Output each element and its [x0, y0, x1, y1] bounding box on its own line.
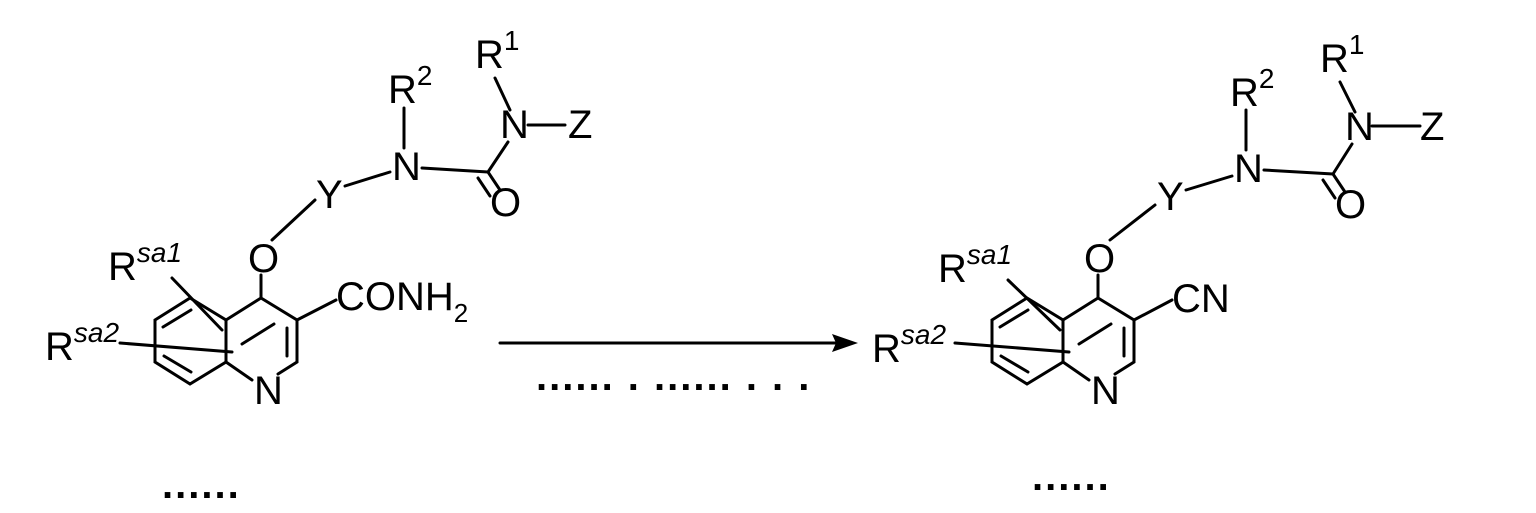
reactant-o-ether: O: [248, 237, 279, 281]
arrow-conditions: ...... . ...... . . .: [536, 355, 811, 399]
reactant-r1-label: R1: [475, 25, 519, 77]
product-o-y-bond: [1110, 205, 1155, 240]
reactant-o-carbonyl: O: [490, 181, 521, 225]
reactant-y-label: Y: [316, 173, 343, 217]
product-ring-cn-bond: [1134, 300, 1172, 320]
reactant-ring-conh2-bond: [297, 300, 336, 320]
reactant-co-bond: [478, 178, 490, 196]
reactant-n-urea-left: N: [392, 145, 421, 189]
product-n-ring: N: [1091, 369, 1120, 413]
reactant-rsa2-bond: [120, 343, 232, 352]
reactant-rsa2-label: Rsa2: [45, 317, 119, 369]
product-r2-label: R2: [1230, 63, 1274, 115]
reactant-y-n-bond: [345, 172, 390, 186]
product-structure: R1 R2 N Z N O Y O Rsa1 Rsa2 CN N ......: [872, 29, 1444, 499]
reactant-z-label: Z: [568, 103, 592, 147]
product-o-carbonyl: O: [1335, 183, 1366, 227]
reactant-n-urea-right: N: [500, 103, 529, 147]
product-n-c-bond: [1264, 170, 1333, 174]
product-o-ether: O: [1084, 237, 1115, 281]
product-cn-label: CN: [1172, 277, 1230, 321]
product-co-bond: [1323, 180, 1335, 198]
product-rsa1-label: Rsa1: [938, 239, 1012, 291]
product-ellipsis: ......: [1032, 455, 1111, 499]
product-rsa2-bond: [955, 343, 1069, 352]
product-y-label: Y: [1157, 175, 1184, 219]
reactant-o-y-bond: [272, 200, 315, 240]
product-rsa2-label: Rsa2: [872, 319, 946, 371]
product-pyridine-inner-bond: [1079, 324, 1111, 344]
reactant-n-ring: N: [254, 369, 283, 413]
reactant-r2-label: R2: [388, 60, 432, 112]
product-r1-label: R1: [1320, 29, 1364, 81]
product-n-urea-left: N: [1234, 147, 1263, 191]
product-n-urea-right: N: [1345, 105, 1374, 149]
reactant-structure: R1 R2 N Z N O Y O Rsa1 Rsa2 CONH2 N ....…: [45, 25, 592, 507]
product-y-n-bond: [1186, 176, 1232, 190]
reactant-ellipsis: ......: [162, 463, 241, 507]
product-z-label: Z: [1420, 105, 1444, 149]
reactant-n-c-bond: [422, 168, 488, 172]
reactant-conh2-label: CONH2: [336, 275, 468, 328]
reactant-pyridine-inner-bond: [242, 324, 274, 344]
reaction-arrow: ...... . ...... . . .: [500, 334, 858, 399]
reactant-rsa1-label: Rsa1: [108, 237, 182, 289]
